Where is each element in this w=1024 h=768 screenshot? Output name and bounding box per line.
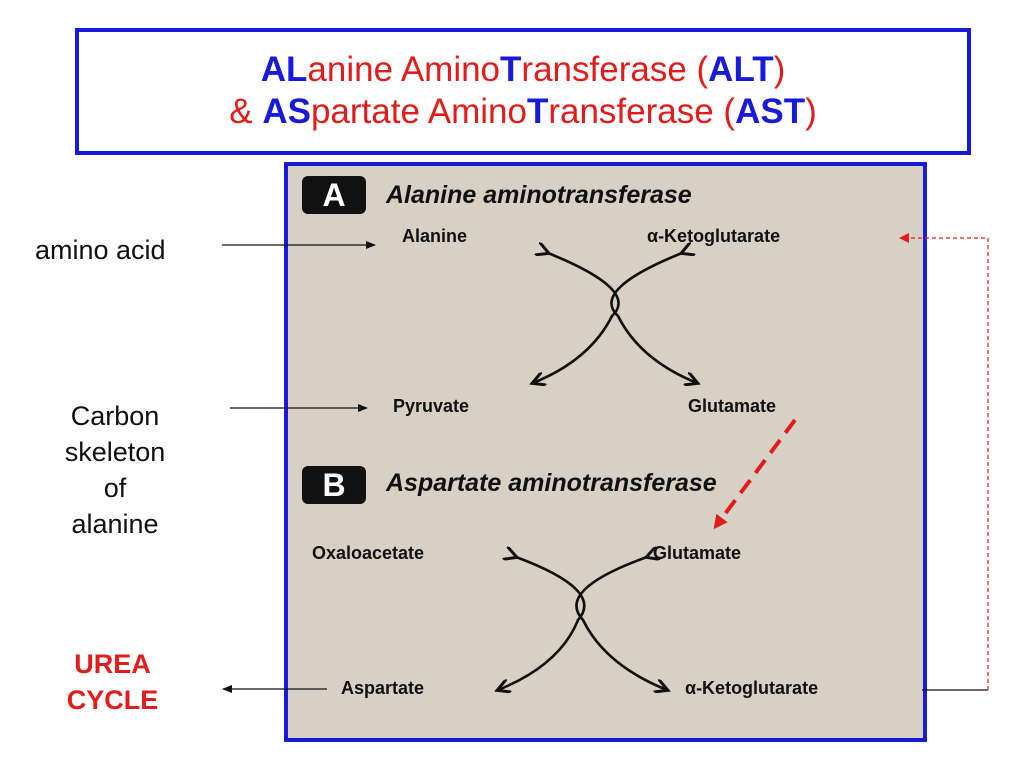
label-glutamate-a: Glutamate xyxy=(688,396,777,416)
title-segment: ) xyxy=(805,92,817,131)
label-oxaloacetate: Oxaloacetate xyxy=(312,543,425,563)
label-carbon-skeleton: Carbon skeleton of alanine xyxy=(40,398,190,542)
title-segment: T xyxy=(500,50,522,89)
label-glutamate-b: Glutamate xyxy=(653,543,742,563)
carbon-line-2: skeleton xyxy=(64,437,166,467)
title-segment: & xyxy=(229,92,263,131)
title-segment: AS xyxy=(262,92,311,131)
title-segment: ) xyxy=(773,50,786,89)
arrow-a-right-curve xyxy=(610,253,697,383)
title-segment: anine Amino xyxy=(307,50,501,89)
label-amino-acid: amino acid xyxy=(35,235,166,265)
label-urea-cycle: UREA CYCLE xyxy=(45,646,180,718)
carbon-line-3: of xyxy=(103,473,127,503)
carbon-line-1: Carbon xyxy=(70,401,160,431)
title-segment: T xyxy=(526,92,549,131)
title-box: ALanine AminoTransferase (ALT) & ASparta… xyxy=(75,28,971,155)
heading-alanine-aminotransferase: Alanine aminotransferase xyxy=(386,181,692,209)
badge-b: B xyxy=(302,466,366,504)
diagram-panel xyxy=(284,162,927,742)
arrow-b-right-curve xyxy=(575,557,667,690)
label-alanine: Alanine xyxy=(402,226,468,246)
title-segment: AL xyxy=(260,50,308,89)
label-alpha-ketoglutarate-a: α-Ketoglutarate xyxy=(647,226,781,246)
title-segment: ransferase ( xyxy=(521,50,709,89)
label-aspartate: Aspartate xyxy=(341,678,425,698)
title-line-1: ALanine AminoTransferase (ALT) xyxy=(79,49,967,91)
urea-line-2: CYCLE xyxy=(66,685,159,715)
title-segment: AST xyxy=(735,92,806,131)
title-line-2: & ASpartate AminoTransferase (AST) xyxy=(79,91,967,133)
arrow-ketoglutarate-recycle xyxy=(899,233,989,690)
heading-aspartate-aminotransferase: Aspartate aminotransferase xyxy=(386,469,717,497)
badge-a: A xyxy=(302,176,366,214)
arrow-glutamate-transfer xyxy=(713,418,797,530)
title-segment: partate Amino xyxy=(310,92,527,131)
title-segment: ransferase ( xyxy=(548,92,736,131)
carbon-line-4: alanine xyxy=(71,509,159,539)
arrow-b-left-curve xyxy=(498,557,586,690)
label-pyruvate: Pyruvate xyxy=(393,396,470,416)
urea-line-1: UREA xyxy=(74,649,151,679)
arrow-a-left-curve xyxy=(533,253,620,383)
title-segment: ALT xyxy=(708,50,774,89)
label-alpha-ketoglutarate-b: α-Ketoglutarate xyxy=(685,678,819,698)
